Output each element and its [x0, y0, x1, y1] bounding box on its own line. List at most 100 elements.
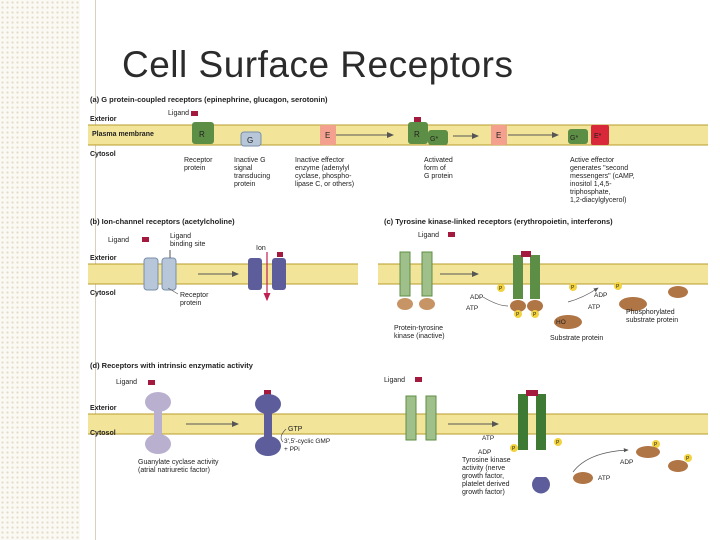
ion-channel-closed-right [161, 257, 177, 291]
rtk-active-left [518, 394, 528, 450]
guanylate-receptor-inactive-catalytic [145, 434, 171, 454]
kinase-inactive-right [419, 298, 435, 310]
kinase-inactive-left [397, 298, 413, 310]
ho-label: HO [556, 319, 566, 326]
receptor-diagram: (a) G protein-coupled receptors (epineph… [88, 95, 708, 496]
receptor-protein-a [192, 122, 214, 144]
atp-d-2: ATP [598, 475, 610, 482]
ion-channel-closed-left [143, 257, 159, 291]
cgmp-label: 3',5'-cyclic GMP [284, 438, 330, 445]
exterior-label-b: Exterior [90, 255, 117, 262]
guanylate-receptor-active-stem [264, 412, 272, 438]
panel-a-heading: (a) G protein-coupled receptors (epineph… [90, 95, 328, 104]
phosphorylated-substrate-2 [668, 286, 688, 298]
g-star-label: G* [430, 136, 438, 143]
adaptor-protein [532, 477, 550, 494]
bound-ligand-c [521, 251, 531, 257]
dotted-margin-decoration [0, 0, 80, 540]
panel-c: (c) Tyrosine kinase-linked receptors (er… [378, 217, 708, 342]
panel-a: (a) G protein-coupled receptors (epineph… [88, 95, 708, 204]
activated-g-protein [428, 130, 448, 145]
phosphorylated-substrate-1 [619, 297, 647, 311]
cytosol-label-a: Cytosol [90, 151, 116, 158]
adp-d-1: ADP [478, 449, 491, 456]
receptor-r-label: R [199, 130, 205, 139]
g-star2-label: G* [570, 135, 578, 142]
adp-c-2: ADP [594, 292, 607, 299]
p-c-2: P [571, 285, 575, 291]
e-star-label: E* [594, 133, 602, 140]
panel-d: (d) Receptors with intrinsic enzymatic a… [88, 361, 708, 496]
p-d-4: P [686, 456, 690, 462]
rtk-substrate-3 [573, 472, 593, 484]
inactive-effector [320, 125, 336, 145]
rtk-active-right [536, 394, 546, 450]
receptor-r2-label: R [414, 130, 420, 139]
cytosol-label-b: Cytosol [90, 290, 116, 297]
membrane-a [88, 125, 708, 145]
ligand-a [191, 111, 198, 116]
panel-b-heading: (b) Ion-channel receptors (acetylcholine… [90, 217, 235, 226]
adp-c-1: ADP [470, 294, 483, 301]
exterior-label-a: Exterior [90, 116, 117, 123]
inactive-g-protein [240, 131, 262, 147]
kinase-active-right [527, 300, 543, 312]
bound-ligand-a [414, 117, 421, 122]
slide-title: Cell Surface Receptors [122, 44, 514, 85]
ligand-label-d2: Ligand [384, 377, 405, 384]
active-receptor-right [530, 255, 540, 299]
ligand-c [448, 232, 455, 237]
p-d-1: P [512, 446, 516, 452]
p-c-5: P [616, 284, 620, 290]
ligand-d2 [415, 377, 422, 382]
ligand-label-a: Ligand [168, 110, 189, 117]
rtk-inactive-left [405, 395, 417, 441]
p-c-1: P [499, 286, 503, 292]
guanylate-receptor-inactive-stem [154, 410, 162, 436]
p-d-3: P [654, 442, 658, 448]
ligand-d1 [148, 380, 155, 385]
e2-label: E [496, 131, 501, 140]
substrate-protein [554, 315, 582, 329]
bound-ligand-d2 [526, 390, 538, 396]
membrane-d [88, 414, 708, 434]
adp-d-2: ADP [620, 459, 633, 466]
plasma-membrane-label: Plasma membrane [92, 131, 154, 138]
e-label: E [325, 131, 330, 140]
ppi-label: + PPi [284, 446, 300, 453]
ligand-b [142, 237, 149, 242]
effector-before-activation [491, 125, 507, 145]
atp-c-2: ATP [588, 304, 600, 311]
guanylate-receptor-active-head [255, 394, 281, 414]
bound-ligand-d1 [264, 390, 271, 395]
rtk-substrate-1 [636, 446, 660, 458]
active-effector [591, 125, 609, 145]
cytosol-label-d: Cytosol [90, 430, 116, 437]
guanylate-receptor-active-catalytic [255, 436, 281, 456]
rtk-substrate-2 [668, 460, 688, 472]
ion-label: Ion [256, 245, 266, 252]
panel-c-heading: (c) Tyrosine kinase-linked receptors (er… [384, 217, 613, 226]
atp-d-1: ATP [482, 435, 494, 442]
ligand-label-b: Ligand [108, 237, 129, 244]
ion-channel-open-right [272, 258, 286, 290]
ligand-label-d1: Ligand [116, 379, 137, 386]
p-c-3: P [516, 312, 520, 318]
ligand-label-c: Ligand [418, 232, 439, 239]
gtp-label: GTP [288, 426, 303, 433]
panel-d-heading: (d) Receptors with intrinsic enzymatic a… [90, 361, 254, 370]
p-d-2: P [556, 440, 560, 446]
guanylate-cyclase-label: Guanylate cyclase activity(atrial natriu… [138, 459, 219, 474]
exterior-label-d: Exterior [90, 405, 117, 412]
inactive-receptor-left [399, 251, 411, 297]
